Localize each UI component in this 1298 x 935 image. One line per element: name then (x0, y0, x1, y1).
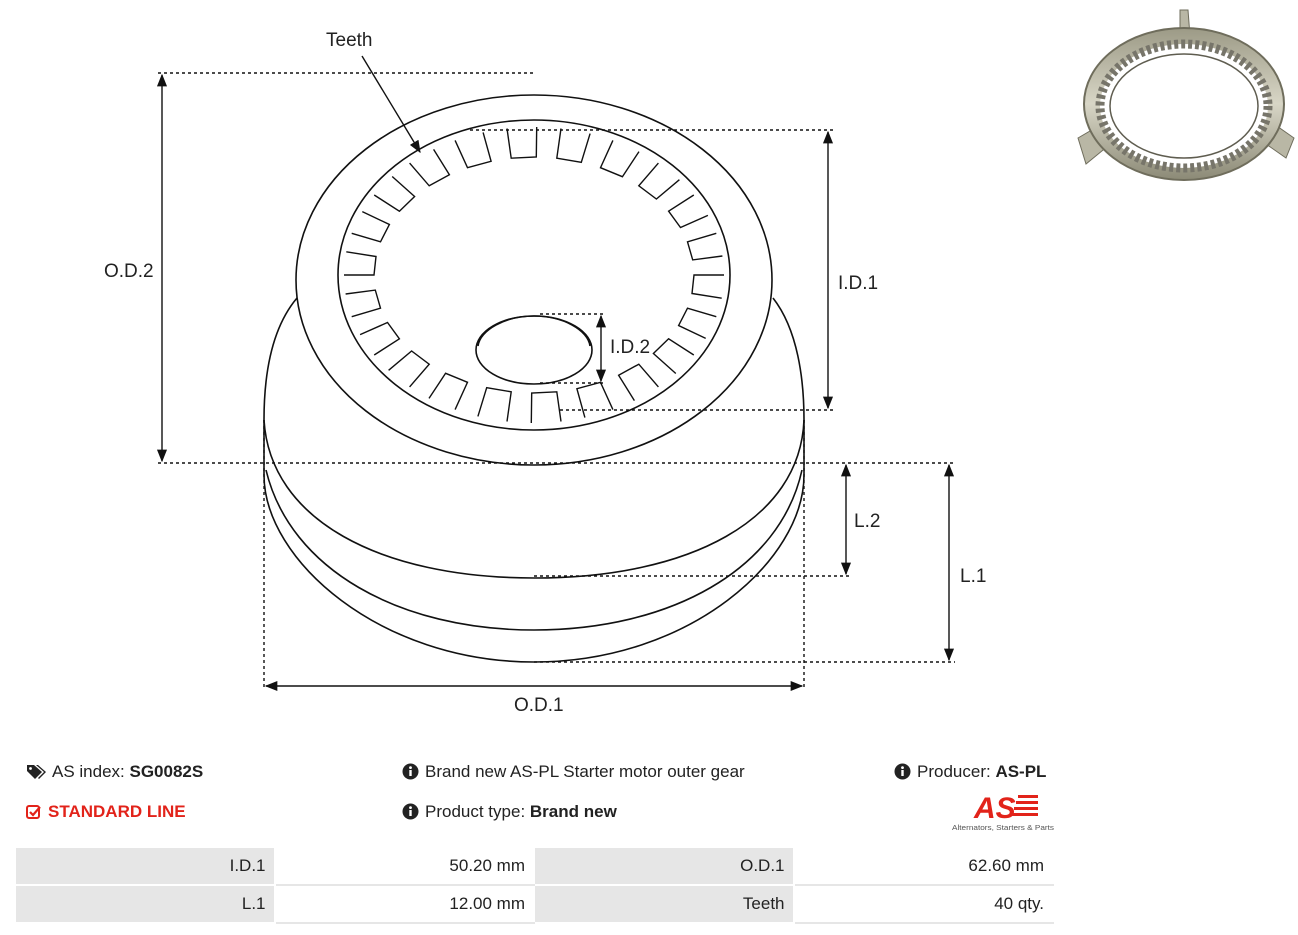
body-mid-curve (263, 419, 805, 579)
tags-icon (27, 765, 46, 779)
logo-tagline: Alternators, Starters & Parts (952, 823, 1054, 832)
l1-label: L.1 (960, 566, 986, 587)
gear-tooth (530, 391, 562, 424)
gear-tooth (691, 274, 724, 299)
id2-label: I.D.2 (610, 337, 650, 358)
spec-value: 40 qty. (792, 884, 1054, 924)
producer-value: AS-PL (995, 762, 1047, 781)
gear-teeth (344, 126, 724, 424)
product-type-label: Product type: (425, 802, 526, 821)
as-pl-logo: AS Alternators, Starters & Parts (952, 792, 1054, 832)
logo-text: AS (973, 792, 1016, 825)
gear-tooth (686, 232, 723, 261)
teeth-leader (361, 55, 421, 154)
gear-tooth (388, 350, 431, 388)
gear-tooth (637, 162, 680, 200)
table-row: I.D.1 50.20 mm O.D.1 62.60 mm (14, 846, 1054, 886)
product-type-value: Brand new (529, 802, 617, 821)
gear-dimension-drawing: Teeth O.D.2 I.D.1 I.D.2 L.2 L.1 O.D.1 (104, 30, 986, 716)
gear-tooth (617, 363, 659, 401)
gear-tooth (428, 372, 469, 410)
as-index: AS index: SG0082S (26, 762, 203, 782)
as-index-value: SG0082S (129, 762, 204, 781)
spec-key: O.D.1 (533, 846, 795, 886)
gear-tooth (344, 251, 377, 276)
description: Brand new AS-PL Starter motor outer gear (402, 762, 745, 782)
od2-label: O.D.2 (104, 261, 154, 282)
gear-tooth (652, 337, 695, 375)
product-photo (1077, 9, 1295, 181)
info-icon (402, 763, 419, 780)
as-index-label: AS index: (52, 762, 125, 781)
specs-table: I.D.1 50.20 mm O.D.1 62.60 mm L.1 12.00 … (14, 846, 1054, 924)
gear-tooth (454, 132, 492, 169)
inner-ring (337, 119, 731, 431)
body-lower-curve (265, 469, 803, 631)
spec-key: I.D.1 (14, 846, 276, 886)
gear-tooth (556, 128, 591, 164)
gear-tooth (667, 194, 709, 229)
gear-tooth (477, 386, 512, 422)
producer: Producer: AS-PL (894, 762, 1046, 782)
table-row: L.1 12.00 mm Teeth 40 qty. (14, 884, 1054, 924)
gear-tooth (599, 140, 640, 178)
gear-tooth (576, 381, 614, 418)
standard-line-label: STANDARD LINE (48, 802, 186, 821)
check-square-icon (26, 805, 41, 819)
gear-tooth (359, 321, 401, 356)
id1-label: I.D.1 (838, 273, 878, 294)
spec-key: L.1 (14, 884, 276, 924)
info-icon (402, 803, 419, 820)
gear-tooth (373, 175, 416, 213)
info-icon (894, 763, 911, 780)
outer-ring (295, 94, 773, 466)
gear-tooth (409, 149, 451, 187)
spec-value: 50.20 mm (273, 846, 535, 886)
gear-tooth (351, 210, 391, 243)
gear-tooth (506, 126, 538, 159)
spec-value: 12.00 mm (273, 884, 535, 924)
l2-label: L.2 (854, 511, 880, 532)
teeth-label: Teeth (326, 30, 372, 51)
spec-value: 62.60 mm (792, 846, 1054, 886)
standard-line: STANDARD LINE (26, 802, 186, 822)
product-type: Product type: Brand new (402, 802, 617, 822)
producer-label: Producer: (917, 762, 991, 781)
gear-tooth (677, 307, 717, 340)
od1-label: O.D.1 (514, 695, 564, 716)
description-text: Brand new AS-PL Starter motor outer gear (425, 762, 745, 781)
gear-tooth (345, 289, 382, 318)
spec-key: Teeth (533, 884, 795, 924)
